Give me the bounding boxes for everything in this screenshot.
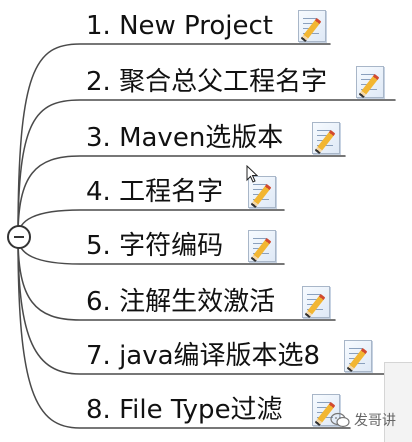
connector-8 [17,236,351,429]
node-6-label[interactable]: 6. 注解生效激活 [86,287,276,317]
node-4-label[interactable]: 4. 工程名字 [86,177,224,207]
mouse-cursor-icon [246,165,258,183]
collapse-toggle-button[interactable] [7,225,31,249]
node-1-label[interactable]: 1. New Project [86,11,274,41]
connector-1 [17,43,331,238]
node-3-label[interactable]: 3. Maven选版本 [86,123,284,153]
watermark: 发哥讲 [330,408,396,432]
wechat-icon [330,412,350,428]
note-pencil-icon[interactable] [312,394,340,427]
connector-3 [17,155,346,238]
note-pencil-icon[interactable] [312,122,340,155]
connector-2 [17,99,396,238]
note-pencil-icon[interactable] [356,66,384,99]
note-pencil-icon[interactable] [298,10,326,43]
minus-icon [14,236,24,238]
note-pencil-icon[interactable] [248,176,276,209]
node-5-label[interactable]: 5. 字符编码 [86,231,224,261]
node-7-label[interactable]: 7. java编译版本选8 [86,341,321,371]
note-pencil-icon[interactable] [344,340,372,373]
note-pencil-icon[interactable] [302,286,330,319]
node-8-label[interactable]: 8. File Type过滤 [86,395,283,425]
note-pencil-icon[interactable] [248,230,276,263]
side-panel-edge [384,362,412,442]
watermark-text: 发哥讲 [354,413,396,429]
node-2-label[interactable]: 2. 聚合总父工程名字 [86,67,328,97]
